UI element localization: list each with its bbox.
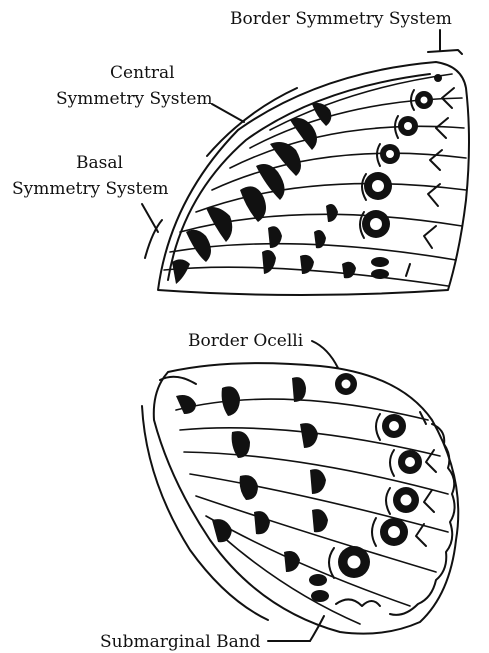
label-central-line1: Central: [110, 63, 175, 83]
label-basal-line1: Basal: [76, 153, 123, 173]
label-border-ocelli: Border Ocelli: [188, 331, 304, 351]
label-border-symmetry-system: Border Symmetry System: [230, 9, 452, 29]
label-submarginal-band: Submarginal Band: [100, 632, 261, 652]
label-central-line2: Symmetry System: [56, 89, 213, 109]
hindwing: [142, 363, 458, 634]
label-basal-line2: Symmetry System: [12, 179, 169, 199]
